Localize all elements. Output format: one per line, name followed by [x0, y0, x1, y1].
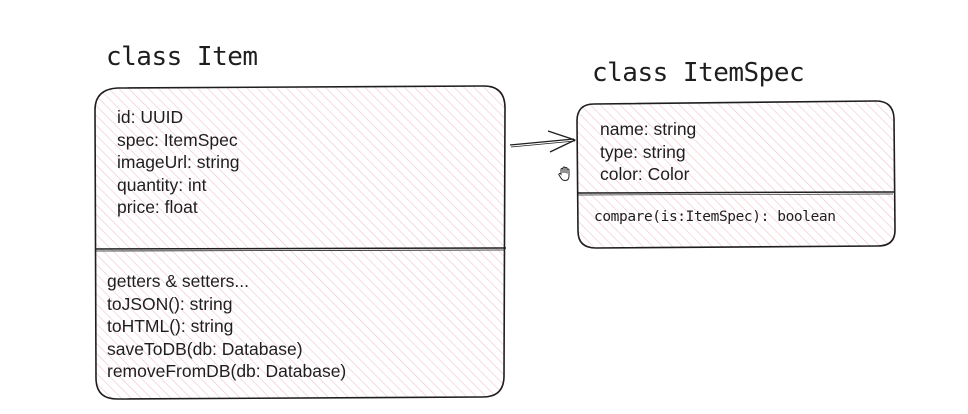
item-method: toHTML(): string: [107, 316, 234, 336]
item-divider-sketch: [95, 249, 506, 252]
item-attribute: imageUrl: string: [117, 152, 240, 172]
item-box-outline: [94, 85, 506, 400]
itemspec-box-outline: [576, 100, 896, 249]
item-class-box[interactable]: [94, 85, 507, 400]
item-methods: getters & setters... toJSON(): string to…: [107, 270, 346, 383]
arrow-shaft: [509, 138, 575, 146]
arrow-head: [547, 130, 576, 153]
item-method: toJSON(): string: [107, 293, 233, 314]
itemspec-attribute: name: string: [600, 119, 697, 139]
hand-grab-icon: [557, 165, 573, 186]
item-attribute: quantity: int: [117, 174, 207, 195]
item-attribute: spec: ItemSpec: [117, 129, 238, 150]
itemspec-attribute: type: string: [600, 141, 686, 162]
itemspec-class-title: class ItemSpec: [592, 58, 805, 88]
itemspec-divider-sketch: [577, 193, 894, 196]
itemspec-class-box[interactable]: [576, 100, 896, 249]
item-attribute: id: UUID: [117, 107, 184, 127]
item-method: getters & setters...: [107, 271, 249, 291]
item-attribute: price: float: [117, 197, 198, 217]
itemspec-divider: [576, 191, 895, 194]
item-attributes: id: UUID spec: ItemSpec imageUrl: string…: [117, 106, 240, 219]
item-method: saveToDB(db: Database): [107, 338, 303, 359]
arrow-shaft-sketch: [510, 140, 576, 148]
association-arrow[interactable]: [509, 130, 576, 153]
itemspec-method: compare(is:ItemSpec): boolean: [594, 209, 836, 225]
itemspec-attributes: name: string type: string color: Color: [600, 118, 696, 186]
item-divider: [94, 247, 507, 250]
itemspec-attribute: color: Color: [600, 164, 690, 184]
item-class-title: class Item: [106, 42, 258, 72]
item-method: removeFromDB(db: Database): [107, 361, 347, 381]
